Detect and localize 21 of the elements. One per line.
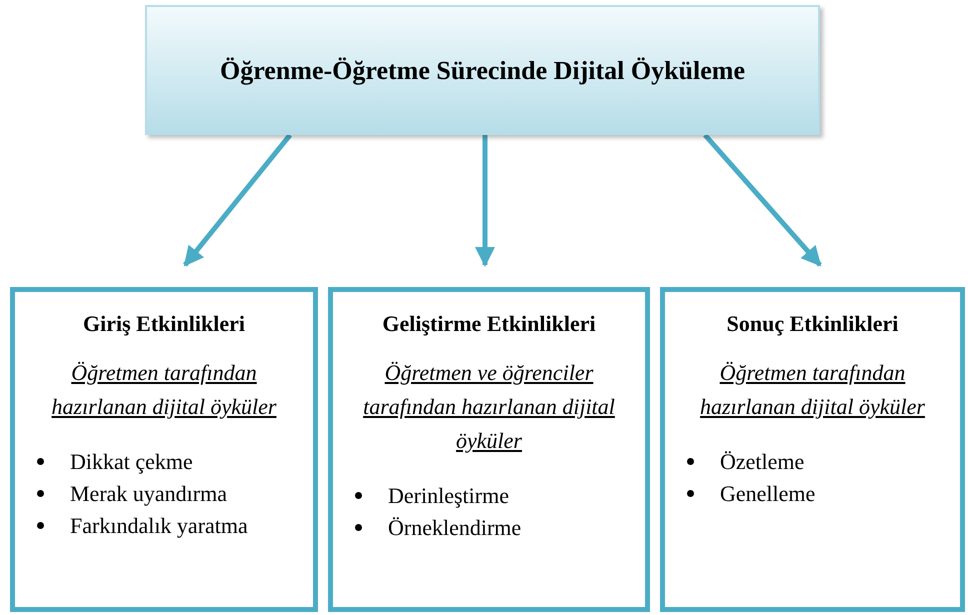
box-heading: Giriş Etkinlikleri bbox=[83, 310, 245, 338]
bullet-text: Özetleme bbox=[720, 448, 804, 476]
bullet-text: Derinleştirme bbox=[388, 482, 509, 510]
bullet-text: Merak uyandırma bbox=[70, 480, 227, 508]
box-heading: Sonuç Etkinlikleri bbox=[726, 310, 898, 338]
title-box bbox=[145, 5, 820, 135]
arrow bbox=[703, 133, 822, 267]
activity-box bbox=[10, 287, 318, 612]
bullet-text: Genelleme bbox=[720, 480, 816, 508]
arrow bbox=[183, 133, 292, 267]
activity-box bbox=[660, 287, 965, 612]
activity-box bbox=[328, 287, 650, 612]
box-subtitle: Öğretmen tarafından hazırlanan dijital öyküler bbox=[699, 358, 926, 421]
title-text: Öğrenme-Öğretme Sürecinde Dijital Öyküleme bbox=[220, 54, 745, 87]
bullet-text: Örneklendirme bbox=[388, 514, 522, 542]
box-subtitle: Öğretmen tarafından hazırlanan dijital öyküler bbox=[50, 358, 278, 421]
box-subtitle: Öğretmen ve öğrenciler tarafından hazırlanan dijital öyküler bbox=[362, 358, 616, 455]
arrow bbox=[475, 135, 495, 267]
bullet-text: Farkındalık yaratma bbox=[70, 512, 248, 540]
box-heading: Geliştirme Etkinlikleri bbox=[382, 310, 596, 338]
bullet-text: Dikkat çekme bbox=[70, 448, 193, 476]
